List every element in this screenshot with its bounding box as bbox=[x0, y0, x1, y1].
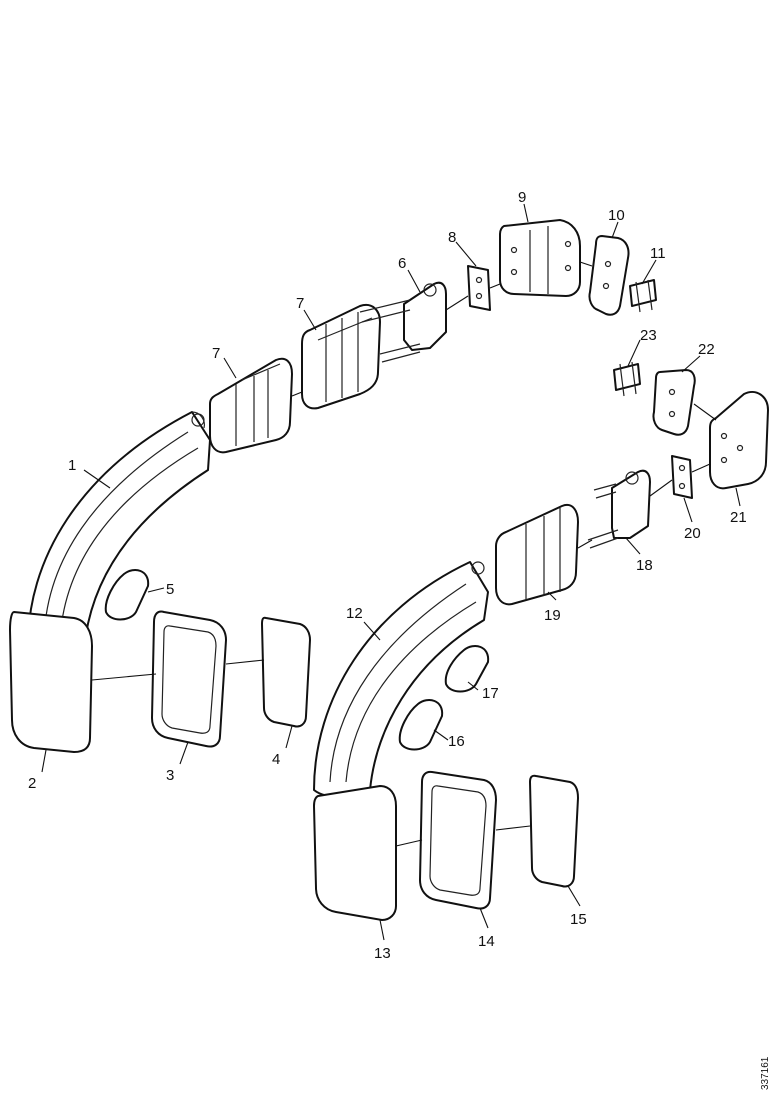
label-part-3: 3 bbox=[166, 767, 174, 784]
part-9-hinge-housing bbox=[499, 219, 581, 297]
label-part-6: 6 bbox=[398, 255, 406, 272]
label-part-12: 12 bbox=[346, 605, 363, 622]
part-14-mirror-frame bbox=[419, 770, 497, 910]
label-part-20: 20 bbox=[684, 525, 701, 542]
part-11-clip bbox=[629, 279, 657, 313]
part-20-plate bbox=[671, 455, 693, 499]
label-part-22: 22 bbox=[698, 341, 715, 358]
label-part-11: 11 bbox=[650, 245, 666, 262]
part-15-mirror-glass bbox=[529, 774, 579, 888]
part-2-mirror-housing bbox=[9, 611, 93, 753]
part-16-small-glass bbox=[398, 699, 444, 751]
label-part-18: 18 bbox=[636, 557, 653, 574]
part-13-mirror-housing bbox=[313, 785, 397, 921]
part-4-mirror-glass bbox=[261, 616, 311, 728]
callout-labels: 1 2 3 4 5 6 7 7 8 9 10 11 12 13 14 15 16… bbox=[28, 189, 747, 962]
label-part-1: 1 bbox=[68, 457, 76, 474]
label-part-13: 13 bbox=[374, 945, 391, 962]
label-part-21: 21 bbox=[730, 509, 747, 526]
label-part-9: 9 bbox=[518, 189, 526, 206]
part-10-gasket bbox=[588, 235, 630, 316]
part-7b-connector-block bbox=[301, 304, 381, 410]
label-part-4: 4 bbox=[272, 751, 280, 768]
part-21-hinge-housing bbox=[709, 391, 769, 490]
label-part-7b: 7 bbox=[296, 295, 304, 312]
part-17-small-glass bbox=[444, 645, 490, 693]
label-part-14: 14 bbox=[478, 933, 495, 950]
label-part-17: 17 bbox=[482, 685, 499, 702]
label-part-2: 2 bbox=[28, 775, 36, 792]
label-part-15: 15 bbox=[570, 911, 587, 928]
label-part-23: 23 bbox=[640, 327, 657, 344]
label-part-8: 8 bbox=[448, 229, 456, 246]
part-5-small-glass bbox=[104, 569, 150, 621]
label-part-7a: 7 bbox=[212, 345, 220, 362]
part-6-bracket bbox=[359, 281, 447, 363]
part-19-connector-block bbox=[495, 504, 579, 606]
part-23-clip bbox=[613, 361, 641, 397]
reference-number: 337161 bbox=[760, 1056, 771, 1090]
part-7a-connector-block bbox=[209, 357, 293, 454]
label-part-10: 10 bbox=[608, 207, 625, 224]
part-3-mirror-frame bbox=[151, 610, 227, 748]
label-part-16: 16 bbox=[448, 733, 465, 750]
label-part-5: 5 bbox=[166, 581, 174, 598]
part-22-gasket bbox=[652, 369, 696, 436]
part-8-plate bbox=[467, 265, 491, 311]
label-part-19: 19 bbox=[544, 607, 561, 624]
part-18-bracket bbox=[587, 469, 651, 549]
label-leaders bbox=[41, 203, 741, 941]
assembly-lines bbox=[91, 261, 717, 847]
